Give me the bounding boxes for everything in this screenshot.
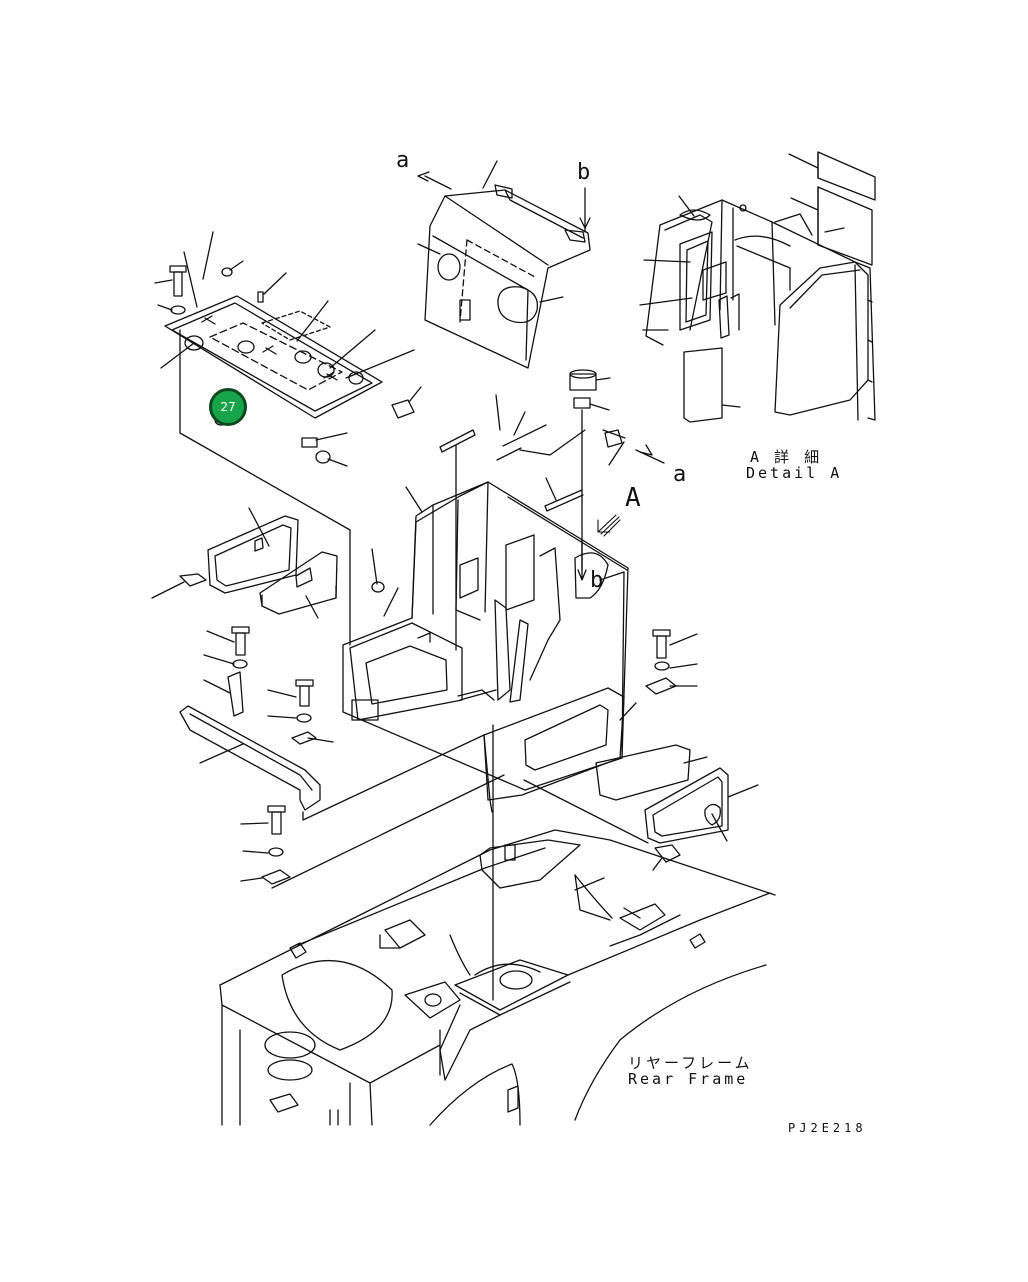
arrow-b-label-mid: b bbox=[590, 568, 604, 593]
floor-plate-hardware bbox=[169, 265, 415, 464]
detail-a-japanese-title: A 詳 細 bbox=[750, 448, 823, 466]
leader-lines-plate bbox=[154, 231, 422, 646]
arrow-a-label-top: a bbox=[396, 148, 410, 173]
right-side-panel bbox=[483, 687, 729, 863]
rear-frame-japanese-label: リヤーフレーム bbox=[628, 1054, 753, 1072]
part-callout-27[interactable]: 27 bbox=[209, 388, 247, 426]
detail-a-english-title: Detail A bbox=[746, 464, 843, 482]
arrow-b-label-top: b bbox=[577, 160, 591, 185]
drawing-code: PJ2E218 bbox=[788, 1121, 867, 1135]
leader-lines-frame bbox=[492, 724, 641, 1001]
left-insulation-pads bbox=[179, 515, 338, 615]
callout-number: 27 bbox=[220, 400, 236, 414]
detail-a-view bbox=[645, 151, 876, 423]
right-hardware bbox=[645, 629, 698, 695]
rear-frame-english-label: Rear Frame bbox=[628, 1070, 749, 1088]
leader-lines-top bbox=[417, 160, 591, 303]
center-housing bbox=[342, 481, 629, 791]
left-lower-hardware bbox=[179, 626, 321, 885]
leader-lines-detail bbox=[639, 153, 845, 408]
floor-plate bbox=[164, 295, 383, 419]
view-a-label: A bbox=[625, 483, 641, 513]
rods bbox=[439, 369, 623, 651]
view-a-arrow bbox=[597, 514, 621, 537]
leader-lines-pads bbox=[151, 507, 385, 619]
leader-lines-center bbox=[383, 377, 665, 701]
top-cover-panel bbox=[424, 184, 591, 369]
leader-lines-right-panel bbox=[523, 702, 759, 871]
arrow-a-label-mid: a bbox=[673, 462, 687, 487]
rear-frame bbox=[219, 829, 776, 1126]
leader-lines-left-lower bbox=[199, 630, 505, 889]
